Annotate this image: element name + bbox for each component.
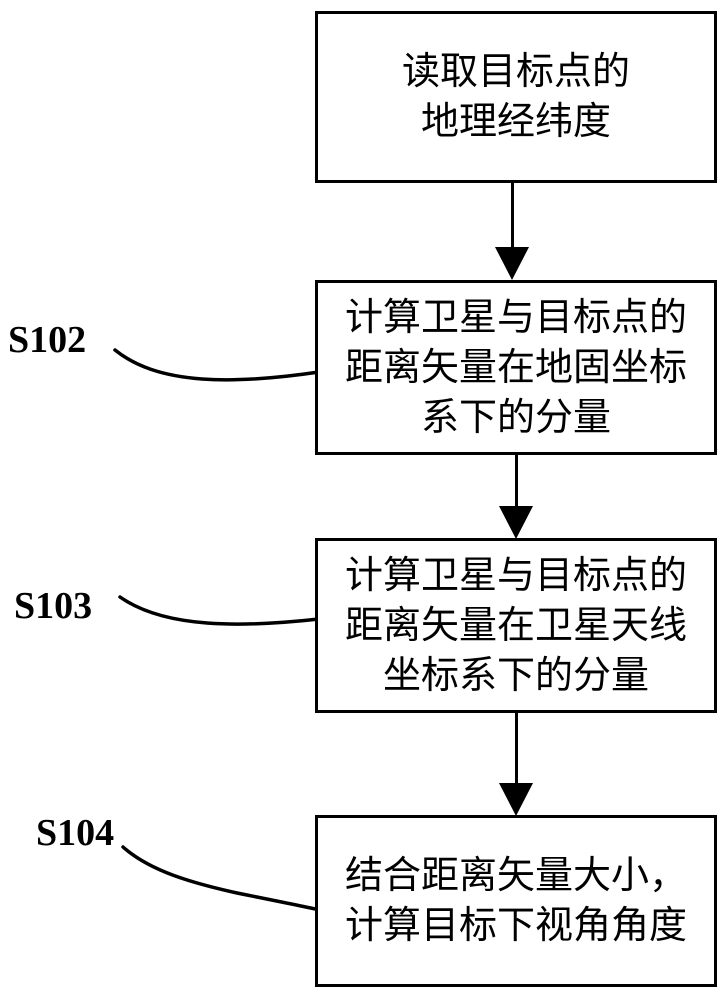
arrow-shaft [514,713,518,783]
flow-box-text-line: 读取目标点的 [401,51,630,93]
flow-box-text-line: 距离矢量在地固坐标 [344,346,687,389]
flow-arrow-1 [495,183,529,280]
flow-box-text-line: 距离矢量在卫星天线 [344,604,687,647]
flow-box-read-geodetic: 读取目标点的 地理经纬度 [315,11,717,183]
flow-box-text-line: 系下的分量 [420,396,611,439]
s104-leader-curve [121,845,322,912]
flow-box-text-line: 结合距离矢量大小， [344,855,687,897]
flow-arrow-2 [499,455,533,539]
flow-arrow-3 [499,713,533,816]
flow-box-text-line: 计算卫星与目标点的 [344,554,687,597]
arrow-down-head-icon [499,783,533,816]
step-label-s103: S103 [14,585,93,627]
arrow-shaft [514,455,518,506]
s103-leader-curve [118,595,321,626]
flow-box-text-line: 坐标系下的分量 [382,654,649,697]
flow-box-text-line: 计算卫星与目标点的 [344,296,687,339]
s102-leader-curve [113,348,321,382]
arrow-shaft [510,183,514,247]
arrow-down-head-icon [495,247,529,280]
arrow-down-head-icon [499,506,533,539]
flow-box-text-line: 计算目标下视角角度 [344,905,687,947]
step-label-s102: S102 [8,319,87,361]
flow-box-compute-look-angle: 结合距离矢量大小， 计算目标下视角角度 [315,815,717,987]
flow-box-distance-vector-ecef: 计算卫星与目标点的 距离矢量在地固坐标 系下的分量 [315,280,717,455]
step-label-s104: S104 [36,812,115,854]
flow-box-distance-vector-antenna: 计算卫星与目标点的 距离矢量在卫星天线 坐标系下的分量 [315,538,717,713]
flow-box-text-line: 地理经纬度 [420,101,611,143]
